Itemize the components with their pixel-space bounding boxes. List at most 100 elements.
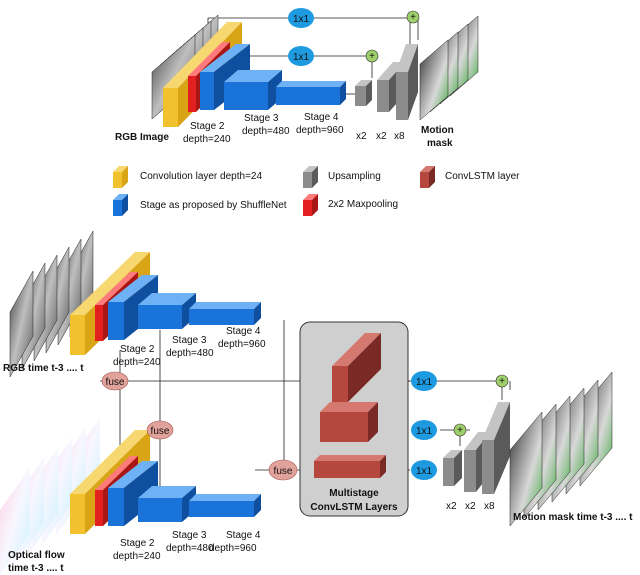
bottom-upsample-3-face bbox=[482, 440, 494, 494]
bottom-skip-label-3: 1x1 bbox=[416, 466, 433, 477]
top-stage3-face bbox=[224, 82, 268, 110]
top-upsample-1-face bbox=[355, 86, 366, 106]
rgb-conv-face bbox=[70, 315, 85, 355]
top-stage4-face bbox=[276, 87, 340, 105]
bottom-upsample-2-face bbox=[464, 450, 476, 492]
flow-stage3-face bbox=[138, 498, 182, 522]
legend-maxpool-text: 2x2 Maxpooling bbox=[328, 199, 398, 210]
fuse-node-2: fuse bbox=[146, 420, 174, 440]
rgb-maxpool-face bbox=[95, 305, 103, 341]
legend-convlstm-text: ConvLSTM layer bbox=[445, 171, 520, 182]
legend-upsampling-swatch bbox=[303, 172, 312, 188]
flow-maxpool-face bbox=[95, 490, 103, 526]
bottom-plus-label-1: + bbox=[499, 376, 505, 387]
flow-stage4-face bbox=[189, 501, 254, 517]
fuse-label-3: fuse bbox=[274, 466, 293, 477]
top-input-label: RGB Image bbox=[115, 132, 169, 143]
top-upsample-label-3: x8 bbox=[394, 131, 405, 142]
rgb-stage2-face bbox=[108, 302, 124, 340]
flow-stage2-depth: depth=240 bbox=[113, 551, 161, 562]
top-output-label-line1: Motion bbox=[421, 125, 454, 136]
rgb-stage4-face bbox=[189, 309, 254, 325]
convlstm-layer-3 bbox=[314, 455, 386, 478]
rgb-stage4-depth: depth=960 bbox=[218, 339, 266, 350]
rgb-stage4-name: Stage 4 bbox=[226, 326, 261, 337]
flow-stage3-block bbox=[138, 486, 196, 522]
flow-stage2-block bbox=[108, 461, 158, 526]
legend-conv-text: Convolution layer depth=24 bbox=[140, 171, 262, 182]
top-skip-node-1: 1x1 bbox=[288, 8, 314, 28]
legend-convlstm-swatch bbox=[420, 172, 429, 188]
bottom-flow-label-line1: Optical flow bbox=[8, 550, 65, 561]
bottom-output-label: Motion mask time t-3 .... t bbox=[513, 512, 633, 523]
top-network: 1x1 1x1 + + RGB Image Motion mask Stage … bbox=[115, 8, 479, 149]
legend-upsampling: Upsampling bbox=[303, 166, 381, 188]
bottom-plus-label-2: + bbox=[457, 425, 463, 436]
flow-stage2-name: Stage 2 bbox=[120, 538, 155, 549]
fuse-label-1: fuse bbox=[106, 377, 125, 388]
bottom-upsample-label-3: x8 bbox=[484, 501, 495, 512]
fuse-label-2: fuse bbox=[151, 426, 170, 437]
rgb-stage2-depth: depth=240 bbox=[113, 357, 161, 368]
bottom-rgb-label: RGB time t-3 .... t bbox=[3, 363, 84, 374]
top-upsample-1 bbox=[355, 80, 372, 106]
legend-convlstm: ConvLSTM layer bbox=[420, 166, 520, 188]
top-upsample-label-1: x2 bbox=[356, 131, 367, 142]
top-stage4-depth: depth=960 bbox=[296, 125, 344, 136]
rgb-stage3-face bbox=[138, 305, 182, 329]
bottom-upsample-1-face bbox=[443, 458, 454, 486]
top-upsample-3-face bbox=[396, 72, 408, 120]
top-upsample-3 bbox=[396, 44, 418, 120]
bottom-skip-node-1: 1x1 bbox=[411, 371, 437, 391]
rgb-stage3-block bbox=[138, 293, 196, 329]
top-skip-node-2: 1x1 bbox=[288, 46, 314, 66]
top-motion-mask-stack bbox=[419, 15, 479, 121]
top-plus-label-1: + bbox=[410, 12, 416, 23]
bottom-motion-mask-stack bbox=[509, 371, 613, 527]
top-stage3-block bbox=[224, 70, 282, 110]
convlstm-label-line2: ConvLSTM Layers bbox=[310, 502, 398, 513]
convlstm-layer-2 bbox=[320, 402, 378, 442]
flow-stage4-block bbox=[189, 494, 261, 517]
bottom-upsample-label-1: x2 bbox=[446, 501, 457, 512]
convlstm-label-line1: Multistage bbox=[329, 488, 379, 499]
top-stage4-block bbox=[276, 81, 346, 105]
convlstm-layer-1-face bbox=[332, 366, 348, 402]
top-stage2-face bbox=[200, 72, 214, 110]
fuse-node-3: fuse bbox=[268, 459, 298, 481]
convlstm-layer-3-face bbox=[314, 461, 380, 478]
rgb-sequence-stack bbox=[9, 230, 94, 378]
top-plus-label-2: + bbox=[369, 51, 375, 62]
top-stage2-depth: depth=240 bbox=[183, 134, 231, 145]
top-plus-node-1: + bbox=[406, 10, 420, 24]
top-upsample-2-face bbox=[377, 80, 389, 112]
legend-maxpool-swatch bbox=[303, 200, 312, 216]
legend-conv-swatch bbox=[113, 172, 122, 188]
flow-stage3-name: Stage 3 bbox=[172, 530, 207, 541]
legend-stage-text: Stage as proposed by ShuffleNet bbox=[140, 200, 287, 211]
legend-conv: Convolution layer depth=24 bbox=[113, 166, 262, 188]
bottom-upsample-label-2: x2 bbox=[465, 501, 476, 512]
bottom-plus-node-2: + bbox=[453, 423, 467, 437]
bottom-skip-node-3: 1x1 bbox=[411, 460, 437, 480]
top-maxpool-face bbox=[188, 76, 196, 112]
top-stage3-depth: depth=480 bbox=[242, 126, 290, 137]
top-skip-label-1: 1x1 bbox=[293, 14, 310, 25]
top-stage4-name: Stage 4 bbox=[304, 112, 339, 123]
convlstm-layer-1 bbox=[332, 333, 381, 402]
top-conv-face bbox=[163, 88, 178, 127]
flow-conv-face bbox=[70, 494, 85, 534]
top-skip-label-2: 1x1 bbox=[293, 52, 310, 63]
bottom-upsample-1 bbox=[443, 450, 462, 486]
legend: Convolution layer depth=24 Upsampling Co… bbox=[113, 166, 520, 216]
bottom-upsample-3 bbox=[482, 402, 510, 494]
rgb-stage4-block bbox=[189, 302, 261, 325]
top-upsample-label-2: x2 bbox=[376, 131, 387, 142]
flow-stage3-depth: depth=480 bbox=[166, 543, 214, 554]
fuse-node-1: fuse bbox=[101, 371, 129, 391]
legend-stage-swatch bbox=[113, 200, 122, 216]
legend-maxpool: 2x2 Maxpooling bbox=[303, 194, 398, 216]
bottom-plus-node-1: + bbox=[495, 374, 509, 388]
flow-stage4-depth: depth=960 bbox=[209, 543, 257, 554]
